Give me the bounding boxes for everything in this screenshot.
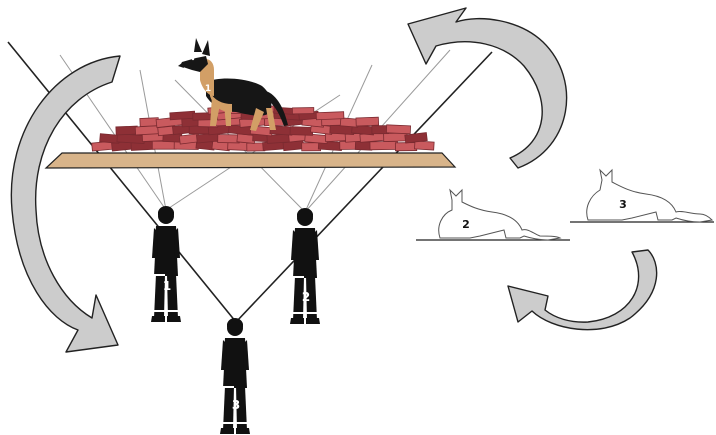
brick (290, 127, 313, 136)
handler-3-label: 3 (232, 398, 240, 412)
brick (340, 141, 358, 149)
brick (384, 133, 408, 142)
handler-1-label: 1 (163, 279, 171, 293)
handler-body-part (293, 258, 317, 278)
reflective-stripe (236, 422, 247, 424)
reflective-stripe (293, 312, 304, 314)
reflective-stripe (223, 422, 234, 424)
handler-body-part (151, 316, 165, 322)
brick (386, 125, 410, 134)
brick (218, 134, 240, 142)
brick (370, 141, 398, 149)
handler-body-part (236, 428, 250, 434)
brick (117, 134, 145, 144)
brick (292, 108, 313, 114)
brick (152, 141, 176, 149)
handler-body-part (223, 368, 247, 388)
brick (135, 126, 160, 135)
reflective-stripe (223, 386, 234, 388)
handler-2-label: 2 (302, 290, 310, 304)
handler-body-part (290, 318, 304, 324)
rubble-platform (46, 153, 455, 168)
reflective-stripe (154, 310, 165, 312)
reflective-stripe (154, 274, 165, 276)
handler-body-part (220, 428, 234, 434)
handler-body-part (167, 316, 181, 322)
dog-3-label: 3 (619, 198, 627, 211)
brick (140, 118, 159, 127)
dog-1-label: 1 (205, 84, 211, 94)
dog-2-label: 2 (462, 218, 470, 231)
handler-body-part (306, 318, 320, 324)
brick (116, 126, 138, 135)
brick (302, 143, 321, 151)
reflective-stripe (306, 312, 317, 314)
brick (415, 141, 435, 150)
brick (395, 143, 416, 151)
brick (356, 117, 379, 126)
handler-body-part (154, 256, 178, 276)
brick (170, 111, 195, 120)
brick (316, 112, 344, 120)
reflective-stripe (293, 276, 304, 278)
reflective-stripe (167, 310, 178, 312)
brick (247, 143, 265, 151)
